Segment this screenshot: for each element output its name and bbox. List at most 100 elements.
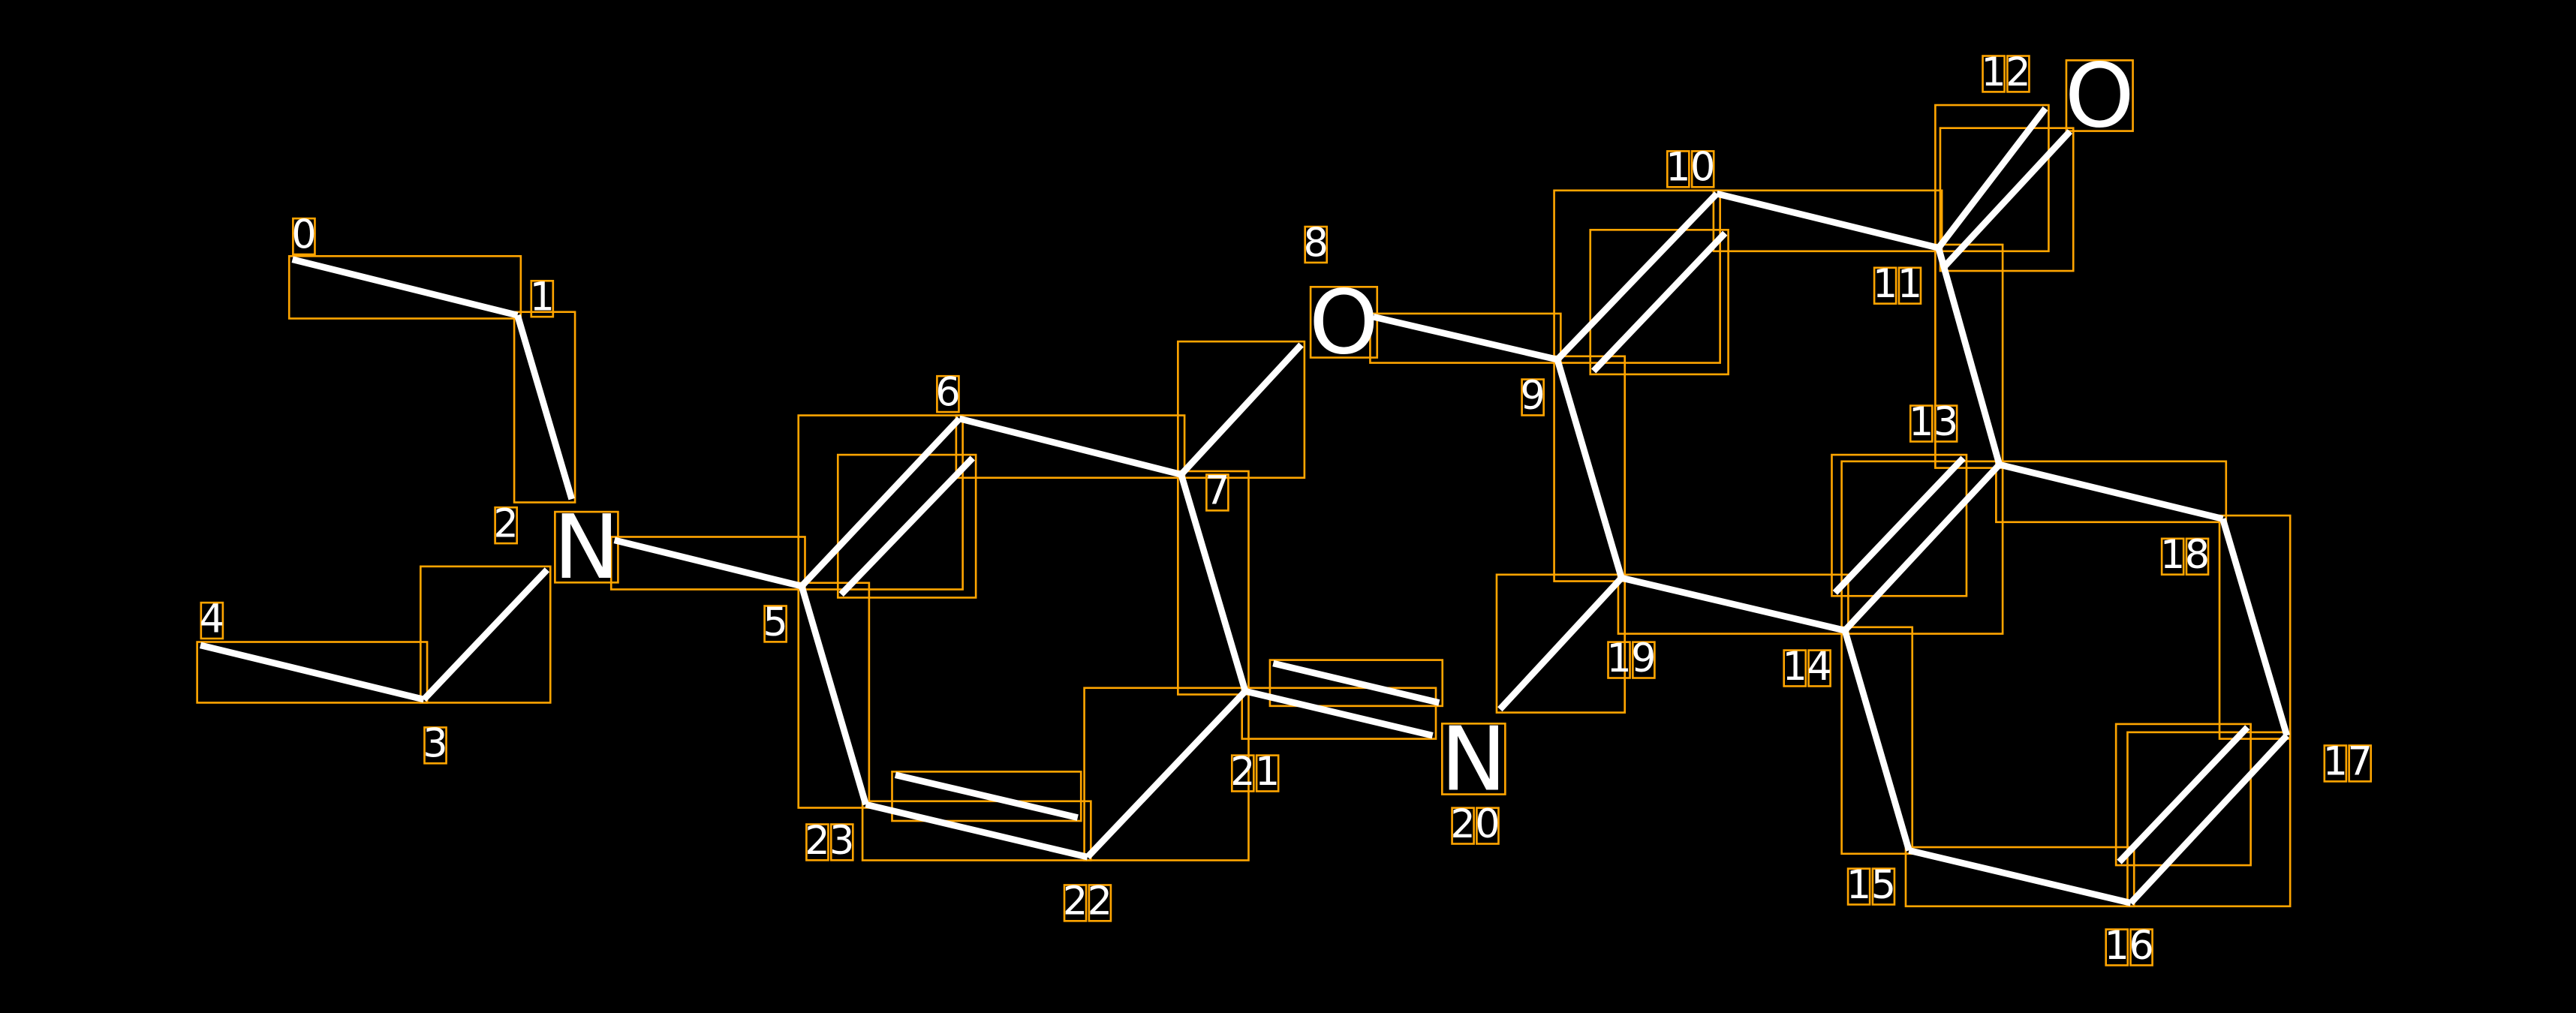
index-char-box — [1521, 378, 1545, 416]
atom-index-label: 1 — [1897, 261, 1922, 307]
atom-index-label: 1 — [1873, 261, 1897, 307]
symbol-box — [2065, 59, 2134, 132]
atom-index-label: 1 — [1783, 644, 1807, 690]
bond-box-19-20 — [1495, 573, 1627, 714]
index-char-box — [1607, 641, 1631, 679]
index-char-box — [1451, 807, 1475, 845]
atom-index-label: 2 — [1088, 879, 1112, 924]
atom-symbol-o: O — [1309, 270, 1379, 374]
bond-6-7 — [958, 415, 1182, 478]
bond-11-13 — [1935, 247, 2003, 466]
bond-box-9-10 — [1589, 229, 1729, 376]
atom-index-label: 1 — [1981, 50, 2006, 95]
bond-5-6 — [799, 416, 962, 589]
bond-box-1-2 — [513, 311, 576, 503]
index-char-box — [2160, 537, 2185, 576]
bond-10-11 — [1716, 190, 1940, 251]
bond-20-21-second-line — [1272, 660, 1440, 706]
bond-box-14-19 — [1617, 573, 1849, 635]
atom-index-label: 0 — [1690, 145, 1715, 191]
atom-index-label: 9 — [1631, 636, 1656, 681]
atom-index-label: 4 — [1807, 644, 1831, 690]
index-char-box — [1909, 404, 1934, 443]
bond-14-15 — [1841, 629, 1912, 852]
atom-index-label: 2 — [1450, 801, 1475, 847]
atom-index-label: 2 — [805, 818, 829, 864]
bond-18-13 — [1998, 461, 2224, 522]
atom-index-label: 2 — [2006, 50, 2030, 95]
index-char-box — [1205, 473, 1229, 512]
atom-index-label: 7 — [2347, 739, 2372, 785]
bond-box-18-13 — [1995, 460, 2228, 524]
bond-19-9 — [1554, 358, 1625, 579]
index-char-box — [829, 823, 854, 861]
bounding-boxes — [196, 55, 2373, 966]
bond-box-16-17 — [2126, 731, 2292, 908]
index-char-box — [2105, 928, 2129, 966]
index-char-box — [1807, 649, 1831, 687]
bond-box-23-5 — [797, 582, 871, 809]
bond-11-12-second-line — [1941, 129, 2073, 270]
index-char-box — [763, 605, 787, 643]
atom-index-label: 1 — [2160, 532, 2185, 578]
bond-15-16 — [1908, 847, 2132, 906]
atom-index-label: 1 — [2105, 923, 2129, 969]
atom-index-label: 9 — [1520, 373, 1545, 419]
bond-9-10-second-line — [1590, 230, 1728, 374]
bond-13-14 — [1842, 462, 2002, 633]
bond-box-17-18 — [2218, 514, 2292, 740]
bond-5-6-second-line — [838, 455, 975, 597]
bond-box-3-4 — [196, 641, 429, 704]
bond-box-11-12 — [1934, 104, 2050, 253]
symbol-box — [1309, 286, 1379, 359]
bond-box-9-10 — [1553, 189, 1721, 364]
atom-index-label: 2 — [493, 500, 518, 546]
index-char-box — [200, 601, 224, 640]
bond-13-14-second-line — [1832, 455, 1966, 595]
atom-index-label: 3 — [829, 818, 854, 864]
atom-index-label: 1 — [1255, 749, 1280, 795]
bond-2-3 — [421, 567, 550, 702]
bond-box-22-23 — [891, 771, 1082, 822]
bond-3-4 — [199, 642, 425, 703]
atom-index-label: 3 — [423, 721, 447, 767]
bond-box-20-21 — [1241, 687, 1437, 740]
index-char-box — [1088, 884, 1112, 922]
bond-box-13-14 — [1831, 453, 1968, 597]
index-char-box — [1871, 867, 1896, 906]
atom-index-label: 7 — [1205, 468, 1229, 514]
atom-index-label: 1 — [1606, 636, 1631, 681]
index-char-box — [1666, 150, 1690, 188]
bond-box-0-1 — [287, 255, 522, 320]
bond-box-13-14 — [1840, 460, 2004, 635]
atom-index-label: 8 — [1303, 220, 1328, 266]
bond-16-17-second-line — [2117, 725, 2250, 864]
atom-index-label: 3 — [1934, 399, 1958, 445]
atom-index-label: 5 — [763, 600, 787, 645]
atom-index-label: 5 — [1871, 862, 1896, 908]
bond-box-21-22 — [1083, 687, 1250, 861]
atom-index-label: 8 — [2185, 532, 2210, 578]
bond-box-6-7 — [955, 414, 1186, 479]
atom-index-label: 1 — [1846, 862, 1871, 908]
index-char-box — [1934, 404, 1958, 443]
bond-7-8 — [1178, 342, 1304, 477]
bond-box-2-5 — [609, 536, 806, 591]
bond-box-11-12 — [1939, 127, 2075, 272]
index-char-box — [1846, 867, 1871, 906]
bond-19-20 — [1497, 576, 1624, 712]
index-char-box — [1897, 266, 1922, 305]
index-char-box — [292, 217, 316, 256]
bond-14-19 — [1621, 574, 1846, 634]
index-char-box — [2006, 55, 2030, 93]
bond-box-5-6 — [836, 453, 977, 599]
bond-23-5 — [798, 585, 869, 806]
index-char-box — [936, 374, 960, 413]
atom-index-label: 0 — [1475, 801, 1500, 847]
atom-index-label: 1 — [530, 275, 555, 320]
bond-21-7 — [1178, 473, 1249, 693]
symbol-box — [1441, 723, 1506, 795]
index-char-box — [1255, 754, 1280, 792]
